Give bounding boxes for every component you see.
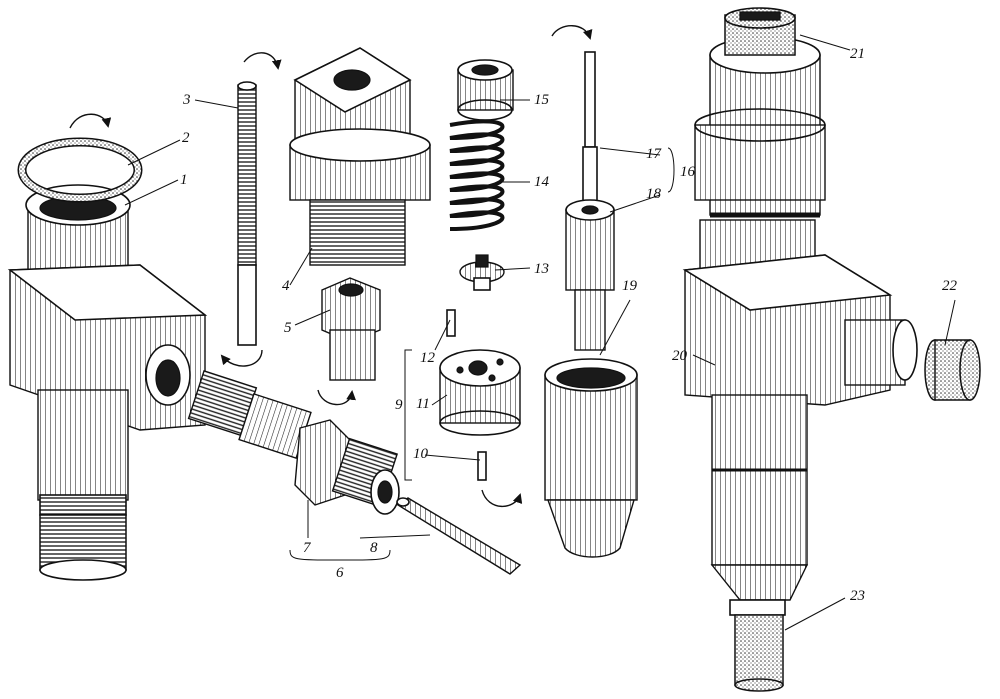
label-2: 2 [182,130,190,146]
label-15: 15 [534,92,550,108]
label-19: 19 [622,278,638,294]
label-14: 14 [534,174,550,190]
label-12: 12 [420,350,436,366]
distributor-disc [439,349,521,436]
label-20: 20 [672,348,688,364]
nozzle-cap-nut [544,358,638,558]
label-4: 4 [282,278,290,294]
spring [449,119,505,231]
label-6: 6 [336,565,344,581]
nozzle-needle [582,51,598,203]
nozzle-body [565,199,615,351]
part-labels: 1 2 3 4 5 6 7 8 9 10 11 12 13 14 15 16 1… [180,46,958,604]
rotation-arrow [317,389,356,406]
bushing [457,59,514,121]
leader-lines [124,34,956,631]
rotation-arrow [220,349,263,367]
fitting-nut [289,47,431,266]
label-3: 3 [182,92,191,108]
label-16: 16 [680,164,696,180]
label-8: 8 [370,540,378,556]
rotation-arrow [69,113,112,129]
label-22: 22 [942,278,958,294]
label-9: 9 [395,397,403,413]
label-21: 21 [850,46,865,62]
pin-lower [477,451,487,481]
gasket-ring [17,137,143,203]
label-5: 5 [284,320,292,336]
label-1: 1 [180,172,188,188]
label-7: 7 [303,540,312,556]
rotation-arrow [551,25,593,40]
valve-cap [459,254,505,291]
threaded-rod [237,81,257,346]
label-13: 13 [534,261,549,277]
label-17: 17 [646,146,663,162]
label-11: 11 [416,396,430,412]
small-hex-nut [321,277,381,381]
label-18: 18 [646,186,662,202]
injector-body-left [7,184,208,581]
injector-assembled [682,7,981,692]
rotation-arrow [481,489,523,508]
filter-rod [396,497,522,575]
label-10: 10 [413,446,429,462]
label-23: 23 [850,588,865,604]
pin-upper [446,309,456,337]
group-brace-6 [289,549,391,561]
inlet-fitting [187,369,400,515]
rotation-arrow [243,52,282,70]
